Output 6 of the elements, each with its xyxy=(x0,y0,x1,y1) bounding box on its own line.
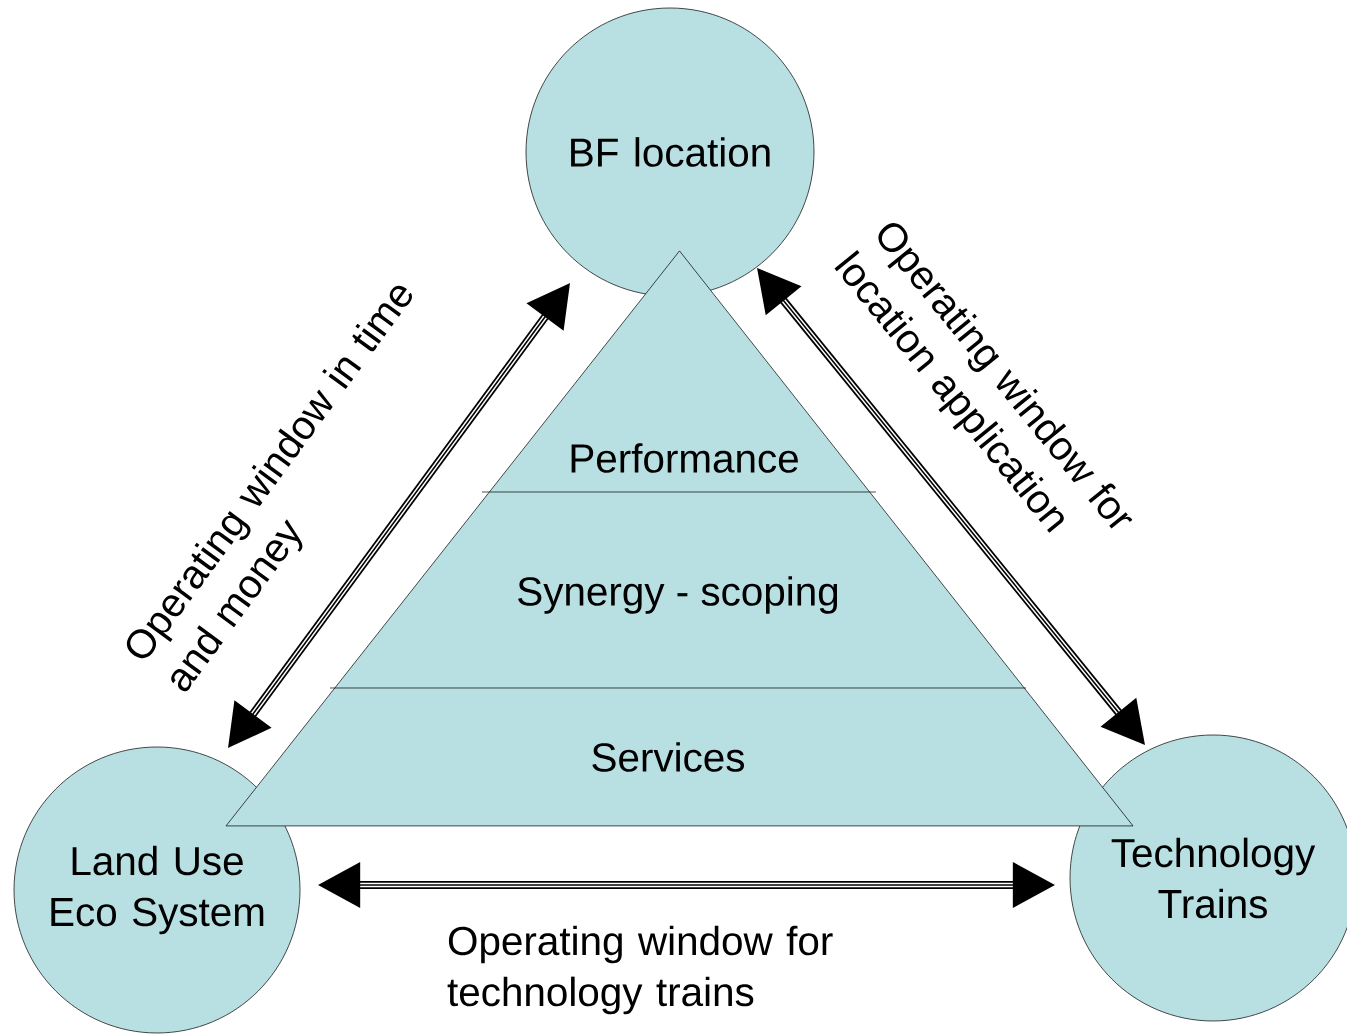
double-arrow xyxy=(757,268,1145,745)
double-arrow xyxy=(228,283,570,748)
pyramid-level-label: Synergy - scoping xyxy=(518,576,838,614)
pyramid-level-label: Performance xyxy=(571,443,798,473)
edge-label: Operating window for technology trains xyxy=(447,925,833,1015)
pyramid-level-label: Services xyxy=(592,742,744,772)
